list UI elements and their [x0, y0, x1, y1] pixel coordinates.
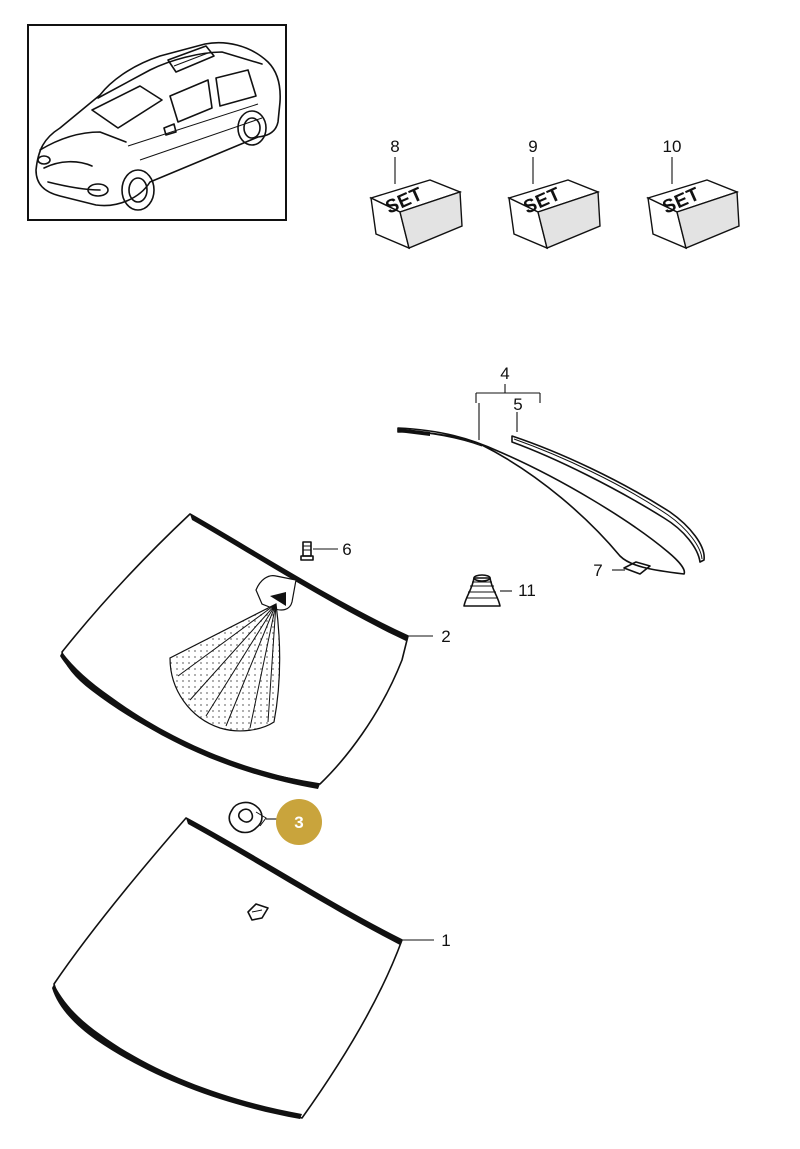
grommet-part-11[interactable]: 11: [463, 574, 536, 607]
callout-1-label: 1: [441, 931, 450, 950]
callout-8-label: 8: [390, 137, 399, 156]
callout-6-label: 6: [342, 540, 351, 559]
callout-2-label: 2: [441, 627, 450, 646]
callout-9-label: 9: [528, 137, 537, 156]
set-box-8[interactable]: 8 SET: [369, 137, 463, 250]
clip-part-7[interactable]: 7: [593, 561, 651, 580]
set-box-icon: [507, 179, 601, 250]
callout-4-5-bracket: [475, 384, 541, 440]
highlight-badge-3[interactable]: [276, 799, 322, 845]
callout-5-label[interactable]: 5: [513, 395, 522, 414]
callout-4-label[interactable]: 4: [500, 364, 509, 383]
windshield-part-2[interactable]: 2: [60, 513, 451, 789]
suv-illustration-icon: [35, 41, 281, 211]
bolt-part-6[interactable]: 6: [300, 540, 352, 561]
vehicle-thumbnail[interactable]: [27, 24, 287, 221]
callout-3-label: 3: [294, 813, 303, 832]
set-box-icon: [646, 179, 740, 250]
rear-window-part-4[interactable]: [397, 427, 686, 575]
set-box-9[interactable]: 9 SET: [507, 137, 601, 250]
set-box-10[interactable]: 10 SET: [646, 137, 740, 250]
rear-window-seal-part-5[interactable]: [511, 435, 705, 563]
callout-10-label: 10: [663, 137, 682, 156]
callout-7-label: 7: [593, 561, 602, 580]
callout-11-label: 11: [518, 581, 536, 600]
set-box-icon: [369, 179, 463, 250]
windshield-part-1[interactable]: 1: [52, 817, 451, 1119]
sensor-clip-part-3[interactable]: 3: [228, 799, 322, 845]
